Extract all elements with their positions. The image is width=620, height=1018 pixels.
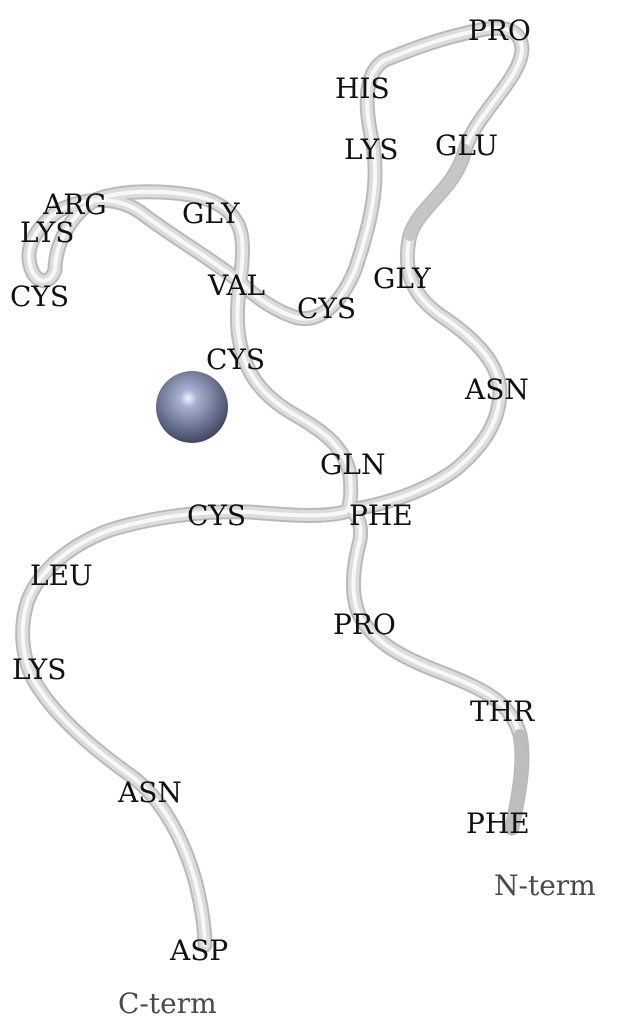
residue-label-val: VAL [207,269,265,302]
backbone-shade-nterm [506,729,528,834]
backbone-shade-glu [404,144,471,241]
residue-labels: PHE THR PRO PHE ASN GLY GLU PRO HIS LYS … [10,14,535,967]
metal-ion-sphere [156,371,228,443]
backbone-tube-outline [15,20,530,953]
residue-label-his: HIS [335,72,390,105]
residue-label-cys-left: CYS [10,280,69,313]
residue-label-cys-center: CYS [297,292,356,325]
residue-label-cys-lower: CYS [187,499,246,532]
residue-label-lys-top: LYS [344,133,398,166]
residue-label-arg: ARG [42,188,107,221]
residue-label-leu: LEU [30,559,93,592]
residue-label-phe-nterm: PHE [466,807,530,840]
residue-label-asp: ASP [169,934,228,967]
residue-label-phe-mid: PHE [349,499,413,532]
residue-label-lys-bottom: LYS [12,653,66,686]
residue-label-asn-bottom: ASN [117,776,182,809]
residue-label-gln: GLN [320,448,385,481]
backbone-tube-body [17,22,528,951]
residue-label-gly-left: GLY [182,197,240,230]
residue-label-pro-lower: PRO [333,608,396,641]
residue-label-thr: THR [470,695,535,728]
residue-label-pro-top: PRO [468,14,531,47]
backbone-tube-highlight [20,26,524,947]
residue-label-cys-upper: CYS [206,343,265,376]
c-terminus-label: C-term [118,987,217,1018]
residue-label-lys-left: LYS [20,216,74,249]
terminus-labels: N-term C-term [118,869,596,1018]
residue-label-gly-right: GLY [373,262,431,295]
n-terminus-label: N-term [494,869,596,902]
backbone-tube [15,20,530,953]
residue-label-glu: GLU [435,129,498,162]
residue-label-asn-right: ASN [464,373,529,406]
